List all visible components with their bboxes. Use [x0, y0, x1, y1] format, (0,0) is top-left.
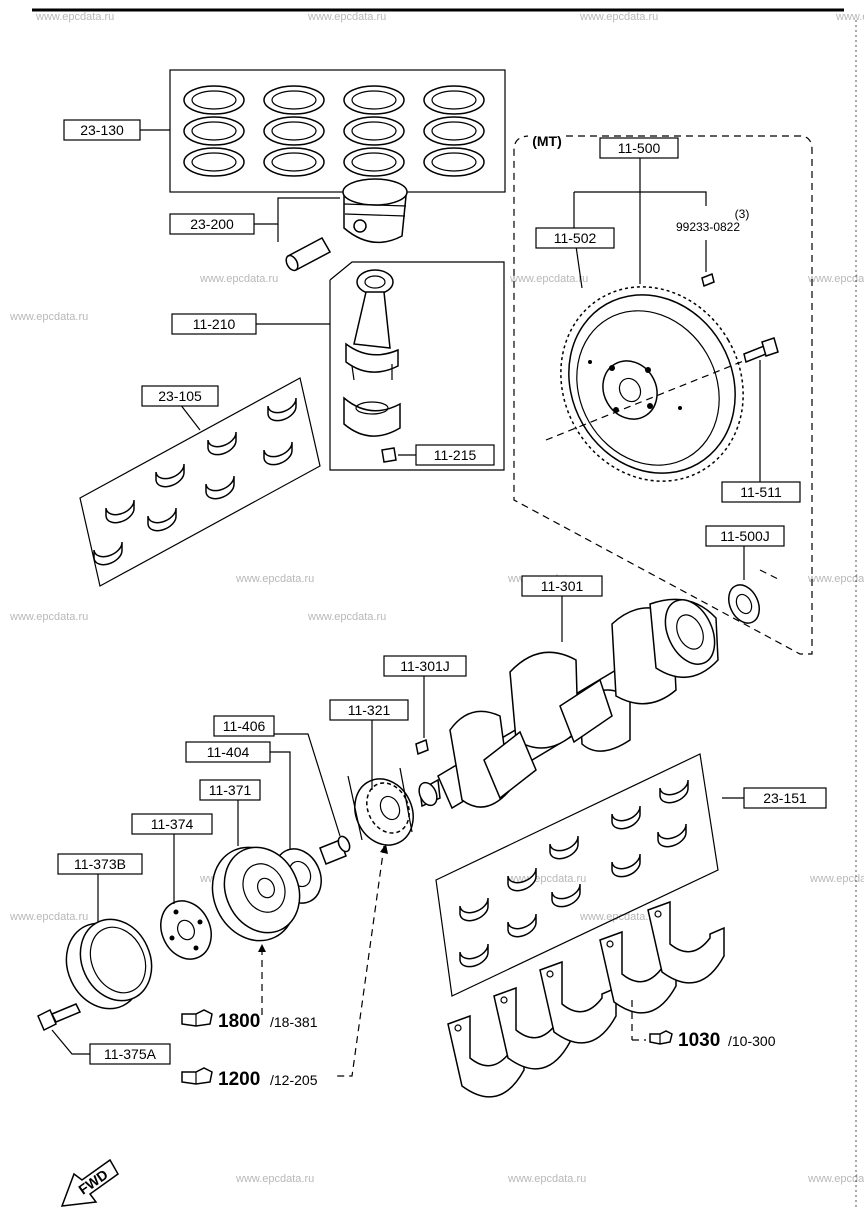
part-label-11-321: 11-321	[348, 702, 391, 718]
dowel-pin	[701, 272, 715, 288]
part-label-11-375a: 11-375A	[104, 1046, 157, 1062]
part-label-23-151: 23-151	[763, 790, 807, 806]
watermark: www.epcdata.ru	[35, 11, 114, 23]
watermark: www.epcdata.ru	[507, 1173, 586, 1185]
watermark: www.epcdata.ru	[9, 311, 88, 323]
pulley-plate	[160, 900, 212, 960]
connecting-rod-group: 11-210 11-215	[171, 261, 505, 471]
part-label-23-105: 23-105	[158, 388, 202, 404]
watermark: www.epcdata.ru	[199, 273, 278, 285]
piston-pin	[285, 236, 332, 272]
crankshaft	[418, 598, 719, 810]
hand-pointer-icon	[649, 1030, 673, 1045]
part-label-11-500: 11-500	[618, 140, 661, 156]
part-label-11-301: 11-301	[541, 578, 584, 594]
hand-pointer-icon	[181, 1009, 213, 1027]
watermark: www.epcdata.ru	[807, 1173, 864, 1185]
hand-pointer-icon	[181, 1067, 213, 1085]
piston	[342, 178, 408, 244]
flywheel-bolt	[743, 337, 779, 364]
bearing-shells	[93, 397, 297, 566]
part-label-11-404: 11-404	[207, 744, 250, 760]
crank-key	[415, 738, 429, 756]
cross-ref-1200[interactable]: 1200 /12-205	[181, 1067, 318, 1090]
cross-ref-number: 1030	[678, 1030, 720, 1051]
cross-ref-1800[interactable]: 1800 /18-381	[181, 1009, 318, 1032]
cross-ref-page: /12-205	[270, 1072, 318, 1088]
rod-nut	[381, 447, 397, 463]
part-label-11-511: 11-511	[740, 484, 782, 500]
crank-pulley	[211, 846, 301, 942]
watermark: www.epcdata.ru	[509, 273, 588, 285]
piston-rings-group: 23-130	[63, 69, 506, 193]
watermark: www.epcdata.ru	[809, 873, 864, 885]
watermark: www.epcdata.ru	[235, 1173, 314, 1185]
cross-ref-number: 1800	[218, 1011, 260, 1032]
watermark: www.epcdata.ru	[235, 573, 314, 585]
watermark: www.epcdata.ru	[807, 573, 864, 585]
part-label-11-215: 11-215	[434, 447, 477, 463]
connecting-rod	[345, 269, 399, 381]
watermark: www.epcdata.ru	[579, 11, 658, 23]
mt-section: (MT) 11-500 11-502 (3) 99233-0822	[513, 132, 813, 655]
pulley-bolt	[37, 1003, 82, 1032]
lower-bearings-group: 23-151	[435, 753, 827, 997]
part-label-23-200: 23-200	[190, 216, 234, 232]
label-box	[63, 119, 141, 141]
part-label-11-406: 11-406	[223, 718, 266, 734]
part-label-11-374: 11-374	[151, 816, 194, 832]
part-label-11-301j: 11-301J	[400, 658, 450, 674]
part-label-11-500j: 11-500J	[720, 528, 770, 544]
watermark: www.epcdata.ru	[807, 273, 864, 285]
watermark: www.epcdata.ru	[835, 11, 864, 23]
watermark: www.epcdata.ru	[9, 911, 88, 923]
main-bearing-caps	[447, 900, 725, 1098]
timing-sprocket	[347, 767, 414, 846]
cross-ref-page: /10-300	[728, 1033, 776, 1049]
part-label-23-130: 23-130	[80, 122, 124, 138]
pilot-bearing	[728, 584, 760, 624]
bolt-qty: (3)	[735, 207, 750, 221]
upper-bearings-group: 23-105	[79, 377, 321, 587]
bolt-part-number: 99233-0822	[676, 220, 740, 234]
watermark: www.epcdata.ru	[9, 611, 88, 623]
cross-ref-number: 1200	[218, 1069, 260, 1090]
part-label-11-210: 11-210	[193, 316, 236, 332]
part-label-11-502: 11-502	[554, 230, 597, 246]
bearing-shells	[459, 779, 689, 968]
flywheel	[560, 286, 744, 482]
pulley-boss	[65, 918, 153, 1010]
section-label-mt: (MT)	[532, 133, 562, 149]
cross-ref-page: /18-381	[270, 1014, 318, 1030]
piston-rings-set	[183, 85, 485, 177]
watermark: www.epcdata.ru	[307, 11, 386, 23]
fwd-arrow-icon: FWD	[60, 1158, 119, 1207]
cross-ref-1030[interactable]: 1030 /10-300	[649, 1030, 776, 1051]
pulley-key	[319, 835, 351, 865]
part-label-11-371: 11-371	[209, 782, 252, 798]
rod-cap	[343, 396, 401, 437]
watermark: www.epcdata.ru	[307, 611, 386, 623]
part-label-11-373b: 11-373B	[74, 856, 126, 872]
